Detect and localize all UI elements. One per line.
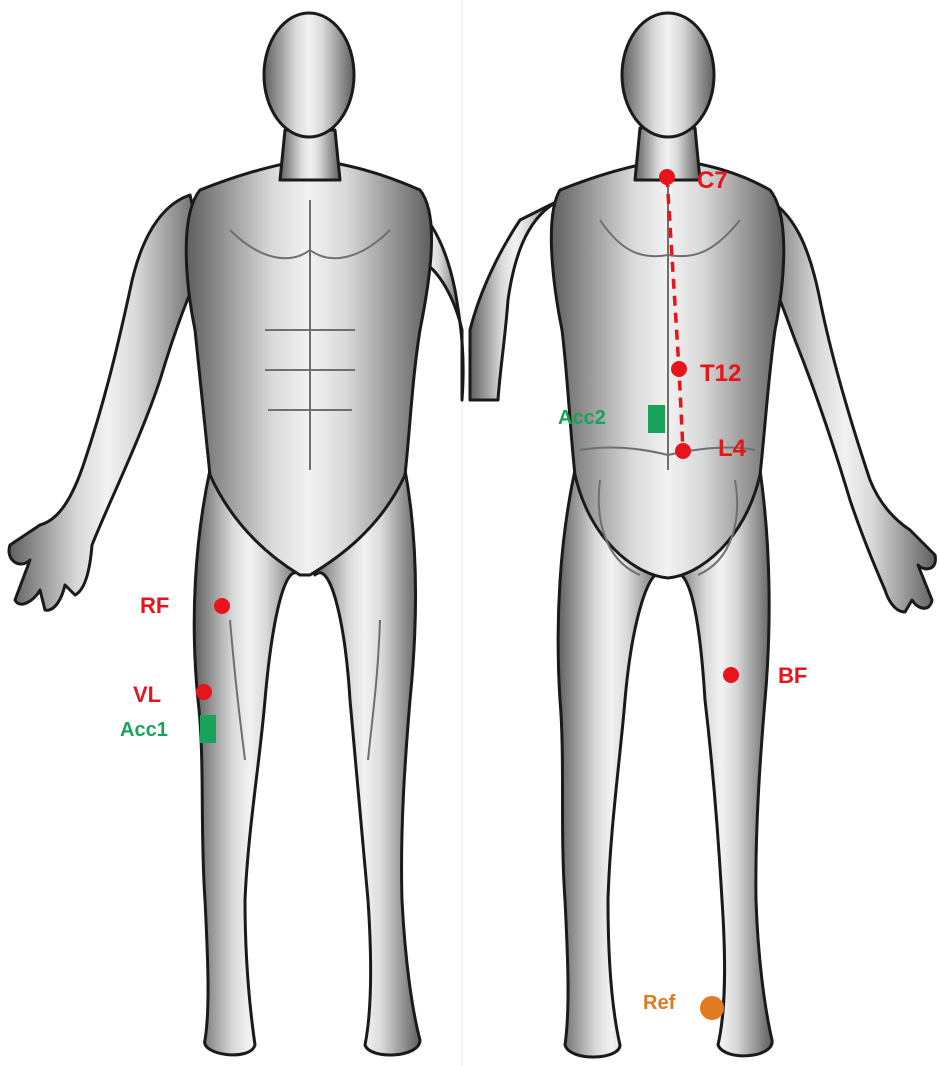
front-body-illustration <box>9 13 463 1055</box>
back-left-arm <box>470 200 560 400</box>
front-head <box>264 13 354 137</box>
front-right-arm <box>9 195 205 610</box>
marker-ref: Ref <box>643 992 724 1020</box>
label-vl: VL <box>133 682 161 707</box>
back-head <box>622 13 714 137</box>
label-acc1: Acc1 <box>120 719 168 741</box>
label-acc2: Acc2 <box>558 407 606 429</box>
label-t12: T12 <box>700 360 741 387</box>
label-bf: BF <box>778 663 807 688</box>
label-c7: C7 <box>697 167 728 194</box>
label-l4: L4 <box>718 435 747 462</box>
label-ref: Ref <box>643 992 676 1014</box>
marker-acc1: Acc1 <box>120 715 216 743</box>
label-rf: RF <box>140 593 169 618</box>
